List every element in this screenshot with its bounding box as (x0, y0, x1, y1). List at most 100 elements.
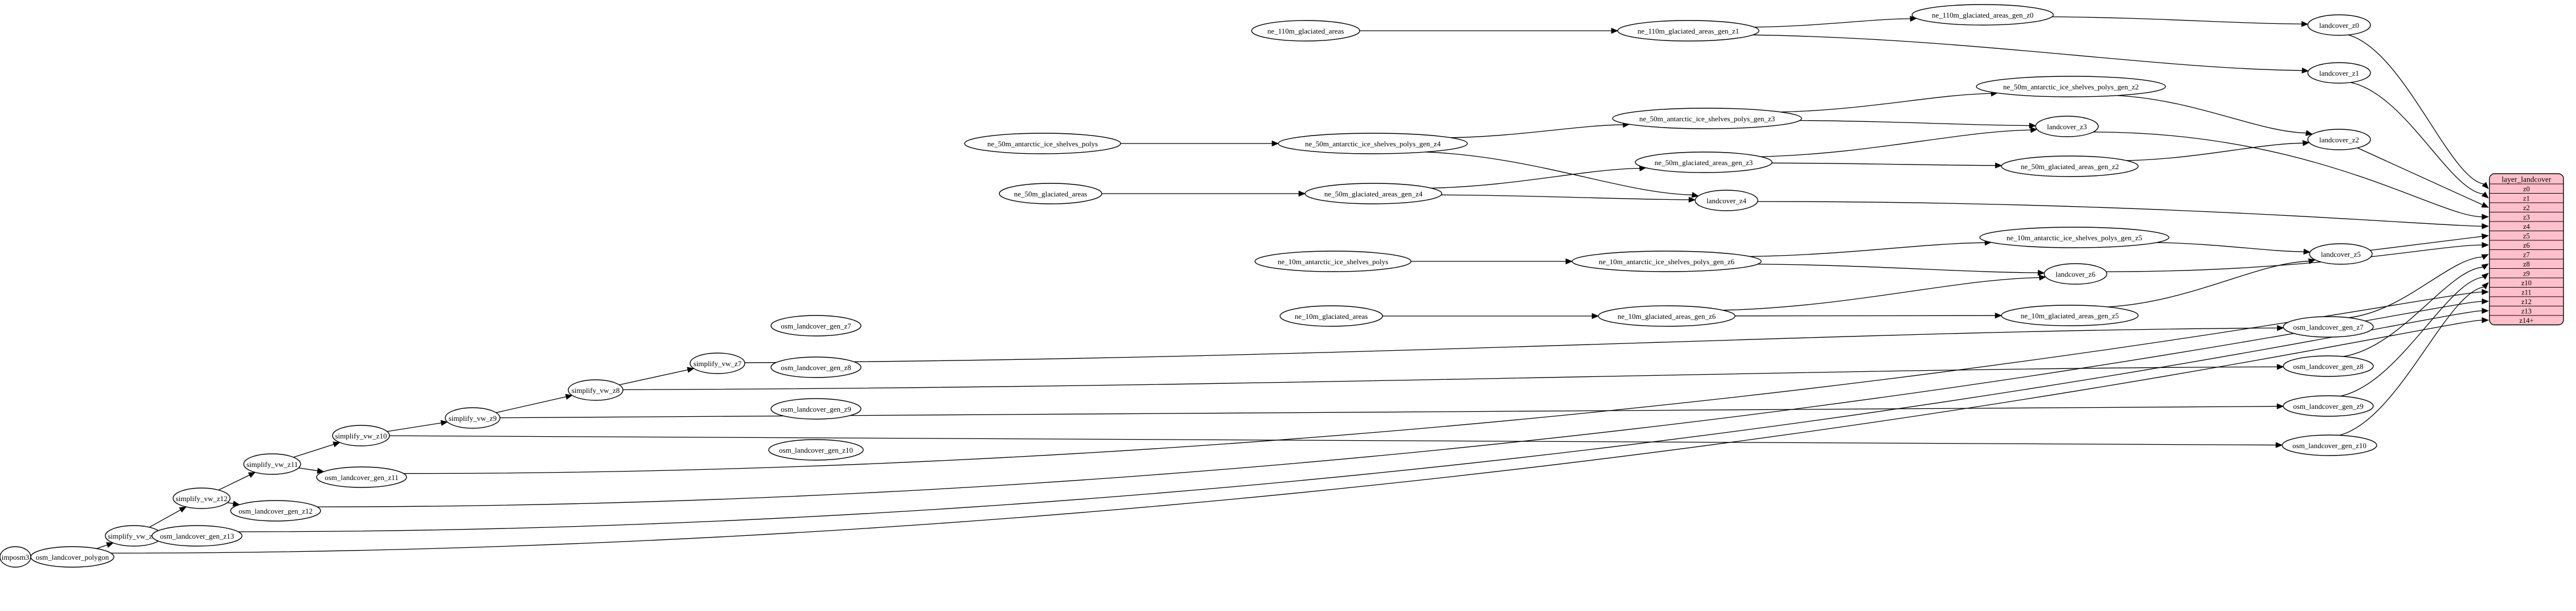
table-row-label[interactable]: z13 (2521, 307, 2532, 315)
node-ellipse[interactable] (2035, 116, 2099, 137)
node-ellipse[interactable] (2283, 355, 2374, 377)
table-row-label[interactable]: z2 (2523, 204, 2530, 212)
node-ellipse[interactable] (2309, 243, 2373, 265)
graph-node-osm_landcover_gen_z9[interactable]: osm_landcover_gen_z9 (770, 398, 862, 420)
node-ellipse[interactable] (173, 487, 231, 509)
graph-node-ne_110m_glaciated_areas_gen_z0[interactable]: ne_110m_glaciated_areas_gen_z0 (1912, 4, 2054, 26)
table-row-label[interactable]: z5 (2523, 232, 2530, 240)
node-ellipse[interactable] (690, 352, 745, 374)
node-ellipse[interactable] (768, 439, 864, 461)
graph-node-simplify_vw_z11[interactable]: simplify_vw_z11 (243, 453, 301, 475)
graph-node-ne_50m_glaciated_areas[interactable]: ne_50m_glaciated_areas (999, 183, 1102, 204)
graph-node-osm_landcover_gen_z8[interactable]: osm_landcover_gen_z8 (2283, 355, 2374, 377)
graph-node-simplify_vw_z12[interactable]: simplify_vw_z12 (173, 487, 231, 509)
graph-node-simplify_vw_z9[interactable]: simplify_vw_z9 (445, 407, 501, 429)
table-row-label[interactable]: z8 (2523, 260, 2530, 268)
graph-node-ne_10m_antarctic_ice_shelves_polys[interactable]: ne_10m_antarctic_ice_shelves_polys (1254, 251, 1412, 272)
graph-node-simplify_vw_z10[interactable]: simplify_vw_z10 (332, 425, 390, 446)
graph-node-simplify_vw_z8[interactable]: simplify_vw_z8 (568, 379, 624, 401)
node-ellipse[interactable] (30, 546, 114, 568)
node-ellipse[interactable] (964, 133, 1121, 154)
graph-node-osm_landcover_gen_z8[interactable]: osm_landcover_gen_z8 (770, 356, 862, 378)
graph-node-ne_110m_glaciated_areas[interactable]: ne_110m_glaciated_areas (1251, 20, 1360, 42)
graph-node-ne_10m_antarctic_ice_shelves_polys_gen_z6[interactable]: ne_10m_antarctic_ice_shelves_polys_gen_z… (1572, 251, 1762, 272)
graph-node-landcover_z6[interactable]: landcover_z6 (2044, 263, 2107, 285)
node-ellipse[interactable] (2283, 316, 2374, 338)
node-ellipse[interactable] (0, 546, 31, 568)
node-ellipse[interactable] (332, 425, 390, 446)
table-row-label[interactable]: z11 (2521, 288, 2532, 296)
graph-node-simplify_vw_z7[interactable]: simplify_vw_z7 (690, 352, 745, 374)
node-ellipse[interactable] (1278, 133, 1468, 154)
node-ellipse[interactable] (151, 525, 243, 547)
graph-node-landcover_z5[interactable]: landcover_z5 (2309, 243, 2373, 265)
node-ellipse[interactable] (1254, 251, 1412, 272)
graph-node-ne_50m_antarctic_ice_shelves_polys[interactable]: ne_50m_antarctic_ice_shelves_polys (964, 133, 1121, 154)
graph-node-osm_landcover_gen_z10[interactable]: osm_landcover_gen_z10 (2282, 434, 2377, 456)
table-row-label[interactable]: z7 (2523, 251, 2530, 259)
node-ellipse[interactable] (230, 500, 321, 522)
table-row-label[interactable]: z4 (2523, 223, 2530, 231)
node-ellipse[interactable] (316, 466, 407, 488)
graph-node-ne_50m_glaciated_areas_gen_z4[interactable]: ne_50m_glaciated_areas_gen_z4 (1305, 183, 1442, 204)
graph-node-landcover_z0[interactable]: landcover_z0 (2307, 14, 2371, 36)
node-ellipse[interactable] (999, 183, 1102, 204)
node-ellipse[interactable] (770, 398, 862, 420)
node-ellipse[interactable] (1695, 190, 1758, 211)
graph-node-osm_landcover_gen_z9[interactable]: osm_landcover_gen_z9 (2283, 395, 2374, 417)
node-ellipse[interactable] (1598, 305, 1736, 327)
node-ellipse[interactable] (1617, 20, 1759, 42)
graph-node-ne_10m_antarctic_ice_shelves_polys_gen_z5[interactable]: ne_10m_antarctic_ice_shelves_polys_gen_z… (1979, 227, 2169, 248)
node-ellipse[interactable] (1279, 305, 1383, 327)
node-ellipse[interactable] (1976, 76, 2166, 97)
node-ellipse[interactable] (770, 315, 862, 337)
graph-node-osm_landcover_gen_z7[interactable]: osm_landcover_gen_z7 (2283, 316, 2374, 338)
graph-node-imposm3[interactable]: imposm3 (0, 546, 31, 568)
node-ellipse[interactable] (1979, 227, 2169, 248)
node-ellipse[interactable] (2044, 263, 2107, 285)
layer-landcover-table[interactable]: layer_landcoverz0z1z2z3z4z5z6z7z8z9z10z1… (2489, 173, 2564, 326)
table-row-label[interactable]: z6 (2523, 241, 2530, 249)
graph-node-ne_110m_glaciated_areas_gen_z1[interactable]: ne_110m_glaciated_areas_gen_z1 (1617, 20, 1759, 42)
graph-node-ne_50m_glaciated_areas_gen_z2[interactable]: ne_50m_glaciated_areas_gen_z2 (2001, 155, 2139, 177)
graph-node-landcover_z1[interactable]: landcover_z1 (2307, 62, 2371, 84)
graph-node-osm_landcover_gen_z11[interactable]: osm_landcover_gen_z11 (316, 466, 407, 488)
table-row-label[interactable]: z1 (2523, 194, 2530, 202)
graph-node-osm_landcover_polygon[interactable]: osm_landcover_polygon (30, 546, 114, 568)
graph-node-osm_landcover_gen_z7[interactable]: osm_landcover_gen_z7 (770, 315, 862, 337)
node-ellipse[interactable] (568, 379, 624, 401)
node-ellipse[interactable] (2307, 62, 2371, 84)
graph-node-ne_10m_glaciated_areas[interactable]: ne_10m_glaciated_areas (1279, 305, 1383, 327)
graph-node-osm_landcover_gen_z12[interactable]: osm_landcover_gen_z12 (230, 500, 321, 522)
node-ellipse[interactable] (1305, 183, 1442, 204)
node-ellipse[interactable] (2001, 155, 2139, 177)
table-row-label[interactable]: z14+ (2519, 317, 2533, 325)
graph-node-osm_landcover_gen_z10[interactable]: osm_landcover_gen_z10 (768, 439, 864, 461)
node-ellipse[interactable] (243, 453, 301, 475)
graph-node-ne_10m_glaciated_areas_gen_z5[interactable]: ne_10m_glaciated_areas_gen_z5 (2001, 305, 2139, 326)
graph-node-ne_10m_glaciated_areas_gen_z6[interactable]: ne_10m_glaciated_areas_gen_z6 (1598, 305, 1736, 327)
node-ellipse[interactable] (2307, 129, 2371, 150)
table-row-label[interactable]: z9 (2523, 269, 2530, 277)
graph-node-ne_50m_glaciated_areas_gen_z3[interactable]: ne_50m_glaciated_areas_gen_z3 (1635, 151, 1773, 173)
graph-node-ne_50m_antarctic_ice_shelves_polys_gen_z2[interactable]: ne_50m_antarctic_ice_shelves_polys_gen_z… (1976, 76, 2166, 97)
node-ellipse[interactable] (1912, 4, 2054, 26)
node-ellipse[interactable] (2307, 14, 2371, 36)
graph-node-osm_landcover_gen_z13[interactable]: osm_landcover_gen_z13 (151, 525, 243, 547)
node-ellipse[interactable] (1635, 151, 1773, 173)
node-ellipse[interactable] (1572, 251, 1762, 272)
node-ellipse[interactable] (445, 407, 501, 429)
graph-node-landcover_z2[interactable]: landcover_z2 (2307, 129, 2371, 150)
node-ellipse[interactable] (2283, 395, 2374, 417)
table-row-label[interactable]: z0 (2523, 185, 2530, 193)
table-row-label[interactable]: z10 (2521, 279, 2532, 287)
node-ellipse[interactable] (1612, 108, 1802, 129)
graph-node-ne_50m_antarctic_ice_shelves_polys_gen_z3[interactable]: ne_50m_antarctic_ice_shelves_polys_gen_z… (1612, 108, 1802, 129)
graph-node-landcover_z3[interactable]: landcover_z3 (2035, 116, 2099, 137)
graph-node-ne_50m_antarctic_ice_shelves_polys_gen_z4[interactable]: ne_50m_antarctic_ice_shelves_polys_gen_z… (1278, 133, 1468, 154)
node-ellipse[interactable] (2282, 434, 2377, 456)
node-ellipse[interactable] (2001, 305, 2139, 326)
table-row-label[interactable]: z3 (2523, 213, 2530, 221)
graph-node-landcover_z4[interactable]: landcover_z4 (1695, 190, 1758, 211)
node-ellipse[interactable] (770, 356, 862, 378)
